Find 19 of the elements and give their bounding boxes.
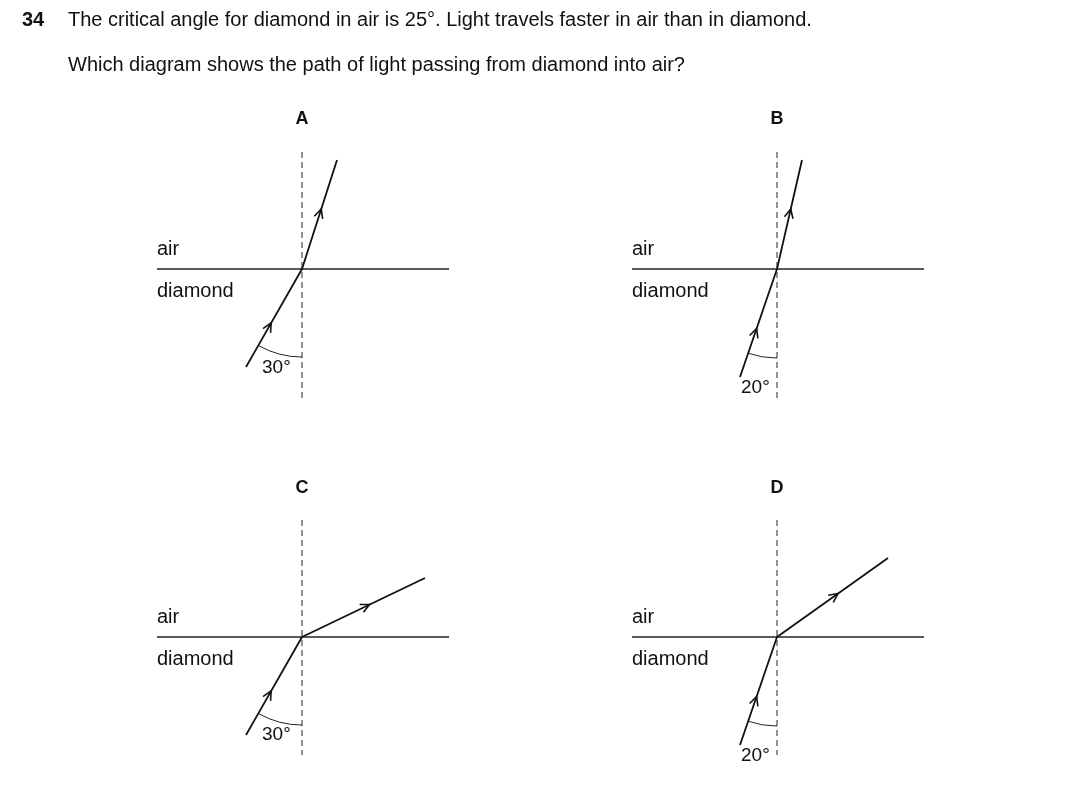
- angle-label: 30°: [262, 357, 291, 376]
- medium-label: diamond: [157, 648, 234, 668]
- angle-label: 20°: [741, 745, 770, 764]
- medium-label: air: [632, 238, 655, 258]
- medium-label: diamond: [157, 280, 234, 300]
- question-number: 34: [22, 9, 45, 29]
- angle-label: 30°: [262, 724, 291, 743]
- option-letter: B: [770, 109, 784, 127]
- medium-label: air: [632, 606, 655, 626]
- medium-label: air: [157, 606, 180, 626]
- medium-label: air: [157, 238, 180, 258]
- angle-label: 20°: [741, 377, 770, 396]
- option-letter: A: [295, 109, 309, 127]
- option-letter: C: [295, 478, 309, 496]
- medium-label: diamond: [632, 280, 709, 300]
- question-text: Which diagram shows the path of light passing from diamond into air?: [68, 54, 685, 74]
- medium-label: diamond: [632, 648, 709, 668]
- option-letter: D: [770, 478, 784, 496]
- question-text: The critical angle for diamond in air is 25°. Light travels faster in air than in diamond.: [68, 9, 812, 29]
